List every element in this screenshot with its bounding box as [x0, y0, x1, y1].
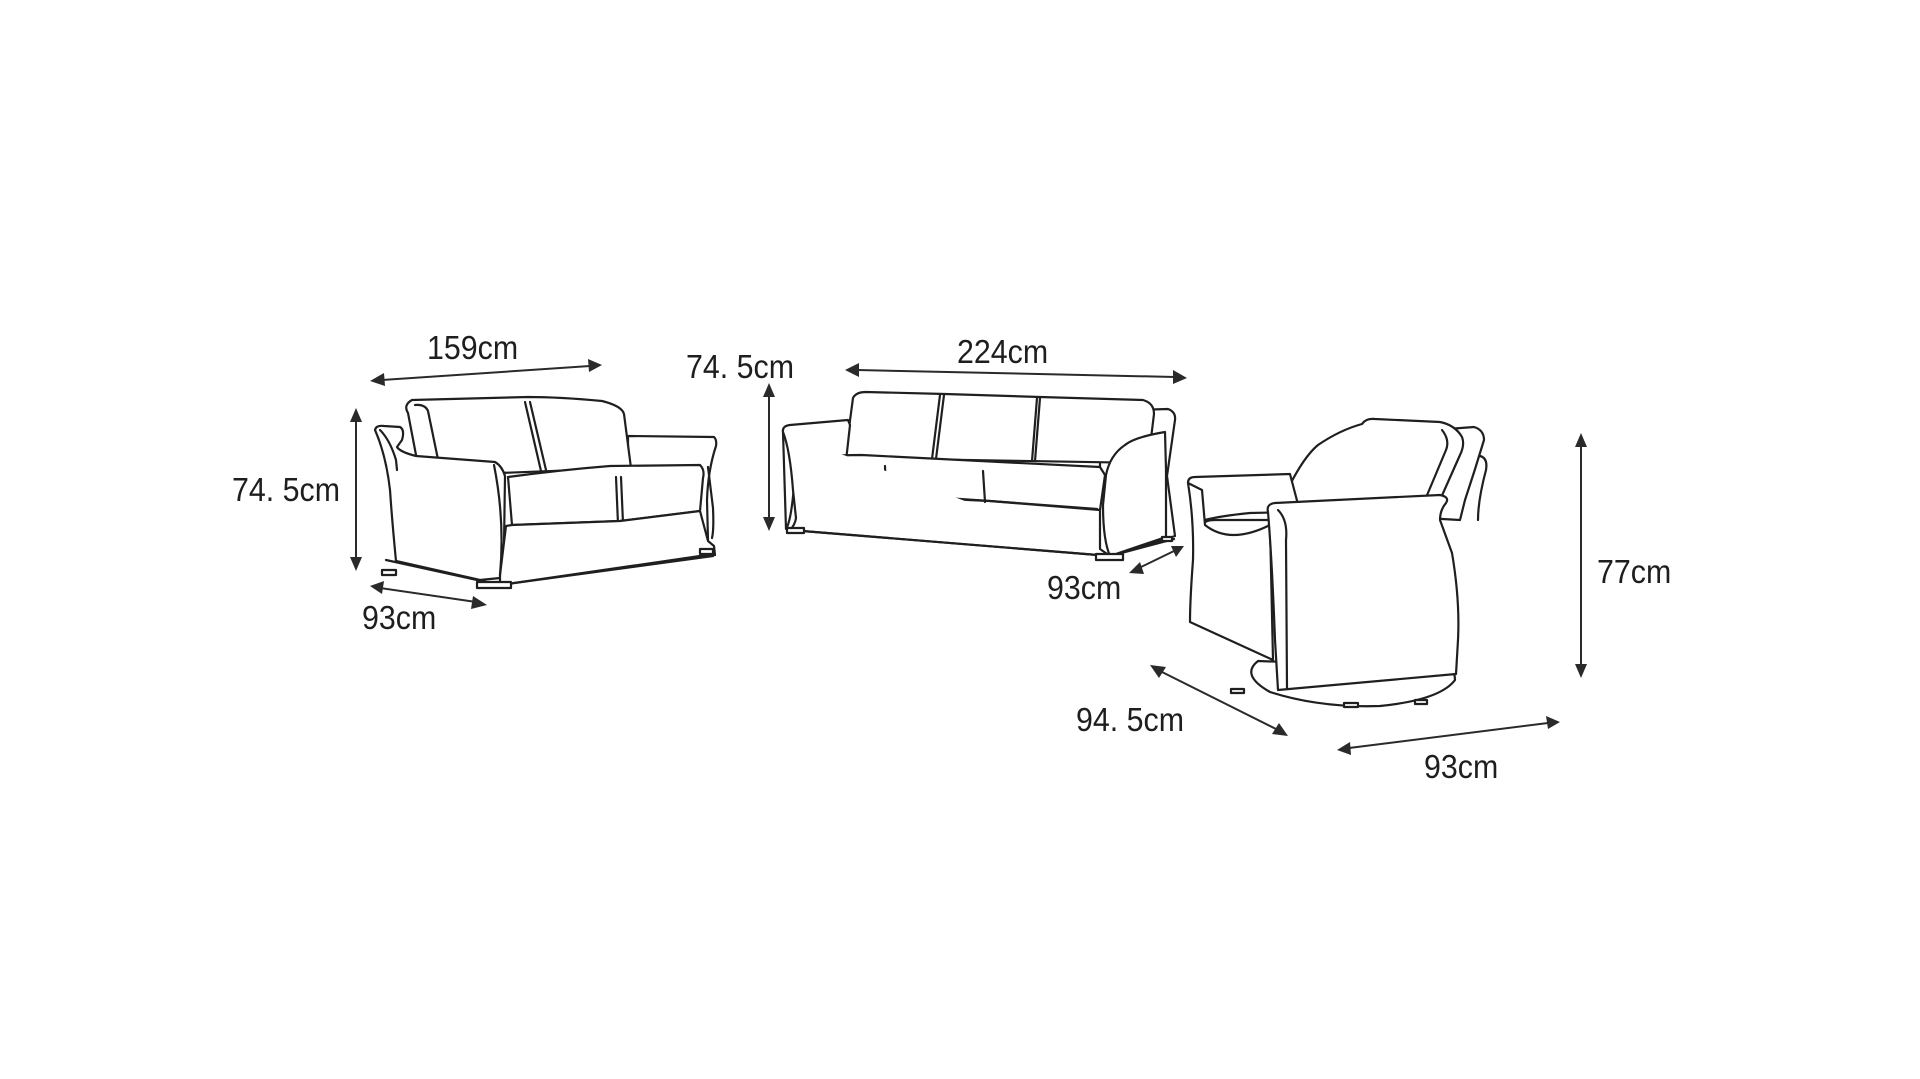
sofa-depth-label: 93cm: [1047, 569, 1122, 606]
three-seater-sofa-drawing: [781, 390, 1177, 562]
loveseat-width-label: 159cm: [427, 329, 519, 366]
swivel-armchair-drawing: [1186, 417, 1488, 709]
sofa-width-label: 224cm: [957, 333, 1049, 370]
armchair-depth-label: 94. 5cm: [1076, 701, 1184, 738]
loveseat-drawing: [373, 395, 718, 590]
armchair-width-label: 93cm: [1424, 748, 1499, 785]
loveseat-depth-label: 93cm: [362, 599, 437, 636]
dimension-arrows: [350, 359, 1587, 755]
sofa-height-label: 74. 5cm: [686, 348, 794, 385]
armchair-height-label: 77cm: [1597, 553, 1672, 590]
loveseat-height-label: 74. 5cm: [232, 471, 340, 508]
